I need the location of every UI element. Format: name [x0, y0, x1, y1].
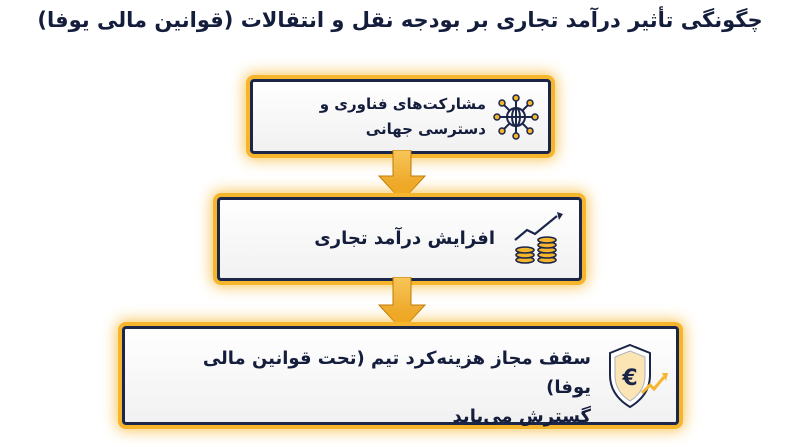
- globe-network-icon: [493, 94, 539, 140]
- step-label: سقف مجاز هزینه‌کرد تیم (تحت قوانین مالی …: [171, 344, 591, 431]
- step-label-line: مشارکت‌های فناوری و: [319, 95, 486, 113]
- svg-text:€: €: [621, 366, 637, 391]
- step-label-line: دسترسی جهانی: [365, 120, 486, 138]
- rising-coins-icon: [514, 212, 563, 264]
- step-box-technology-partnerships: مشارکت‌های فناوری و دسترسی جهانی: [250, 79, 551, 154]
- step-box-spending-cap: سقف مجاز هزینه‌کرد تیم (تحت قوانین مالی …: [122, 326, 679, 427]
- down-arrow-icon: [377, 150, 427, 202]
- step-box-commercial-revenue: افزایش درآمد تجاری: [217, 197, 582, 281]
- down-arrow-icon: [377, 277, 427, 331]
- step-label: افزایش درآمد تجاری: [314, 228, 495, 249]
- step-label-line: سقف مجاز هزینه‌کرد تیم (تحت قوانین مالی …: [202, 348, 591, 398]
- euro-shield-growth-icon: €: [609, 343, 668, 409]
- diagram-title: چگونگی تأثیر درآمد تجاری بر بودجه نقل و …: [37, 8, 763, 32]
- step-label: مشارکت‌های فناوری و دسترسی جهانی: [286, 92, 486, 142]
- step-label-line: گسترش می‌یابد: [452, 406, 591, 427]
